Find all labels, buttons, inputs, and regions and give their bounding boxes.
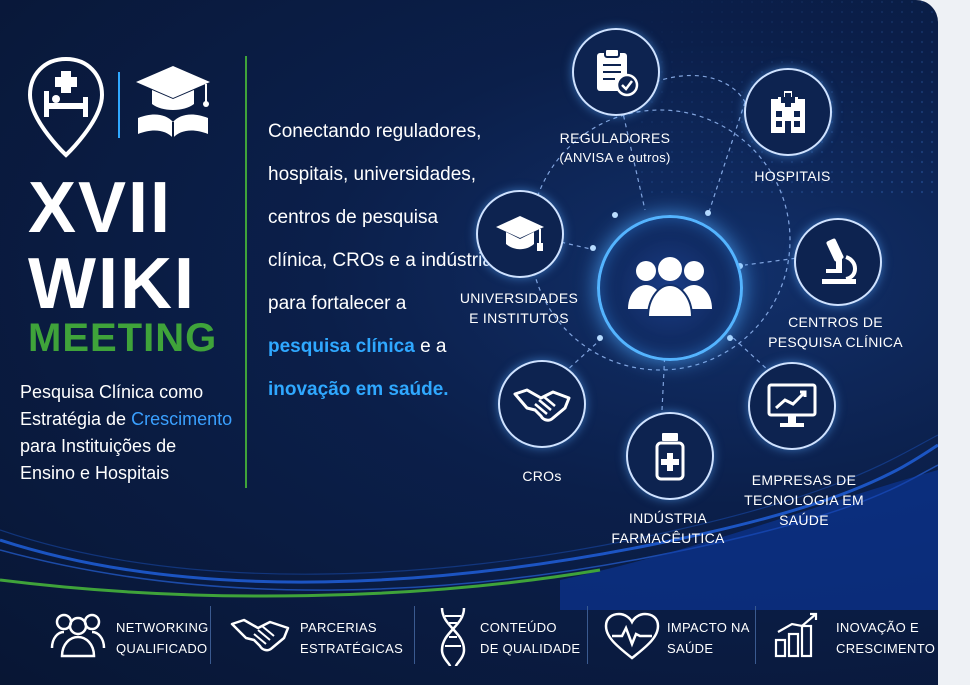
label-hospitais: HOSPITAIS (754, 168, 831, 184)
event-card: XVII WIKI MEETING Pesquisa Clínica como … (0, 0, 938, 685)
graduation-book-icon (136, 66, 210, 138)
section-divider (245, 56, 247, 488)
node-centros (794, 218, 882, 306)
handshake-icon (513, 388, 571, 422)
event-subtitle: Pesquisa Clínica como Estratégia de Cres… (20, 382, 233, 483)
dna-icon (440, 607, 466, 667)
label-universidades: UNIVERSIDADES E INSTITUTOS (459, 290, 579, 326)
label-cros: CROs (522, 468, 562, 484)
wiki-title: WIKI (28, 244, 196, 324)
icon-divider (118, 72, 120, 138)
node-universidades (476, 190, 564, 278)
node-cros (498, 360, 586, 448)
hospital-pin-icon (27, 56, 105, 158)
wave-decoration (0, 434, 938, 610)
growth-chart-icon (774, 612, 818, 658)
node-hospitais (744, 68, 832, 156)
heart-pulse-icon (604, 612, 660, 660)
feature-divider (587, 606, 588, 664)
feature-divider (414, 606, 415, 664)
label-industria: INDÚSTRIA FARMACÊUTICA (611, 510, 725, 546)
microscope-icon (822, 238, 857, 284)
monitor-chart-icon (767, 383, 817, 427)
node-industria (626, 412, 714, 500)
label-centros: CENTROS DE PESQUISA CLÍNICA (768, 314, 903, 350)
node-reguladores (572, 28, 660, 116)
edition-title: XVII (28, 168, 173, 248)
label-reguladores: REGULADORES (ANVISA e outros) (559, 130, 671, 165)
feature-divider (755, 606, 756, 664)
medicine-bottle-icon (655, 433, 685, 481)
label-empresas: EMPRESAS DE TECNOLOGIA EM SAÚDE (744, 472, 864, 528)
meeting-title: MEETING (28, 316, 218, 360)
group-people-icon (628, 257, 712, 318)
partnership-handshake-icon (230, 618, 290, 652)
clipboard-check-icon (597, 48, 639, 97)
networking-people-icon (50, 613, 106, 658)
feature-divider (210, 606, 211, 664)
tagline: Conectando reguladores, hospitais, unive… (268, 121, 493, 400)
hospital-building-icon (771, 91, 805, 133)
network-center (597, 215, 743, 361)
graduation-cap-icon (496, 216, 544, 251)
node-empresas (748, 362, 836, 450)
